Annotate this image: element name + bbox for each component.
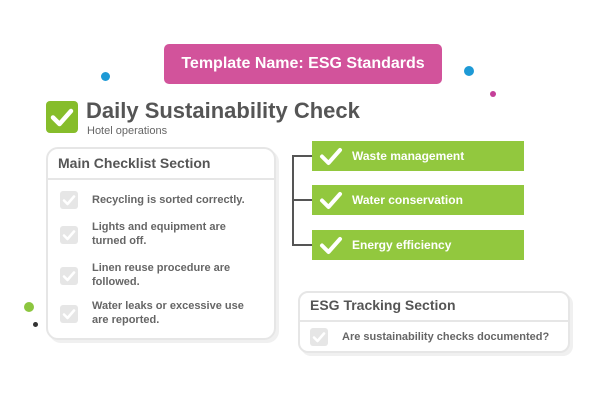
checkbox-icon[interactable]	[310, 328, 328, 346]
tree-connector-branch	[292, 244, 312, 246]
esg-tracking-title: ESG Tracking Section	[310, 297, 456, 313]
checkmark-icon	[318, 143, 344, 169]
esg-tracking-item-label: Are sustainability checks documented?	[342, 331, 550, 343]
decorative-dot-dark	[33, 322, 38, 327]
category-water-conservation[interactable]: Water conservation	[312, 185, 524, 215]
decorative-dot-magenta	[490, 91, 496, 97]
category-waste-management[interactable]: Waste management	[312, 141, 524, 171]
checklist-item[interactable]: Recycling is sorted correctly.	[60, 191, 260, 209]
main-checklist-title: Main Checklist Section	[58, 155, 211, 171]
decorative-dot-blue-left	[101, 72, 110, 81]
main-checklist-divider	[48, 178, 274, 180]
decorative-dot-lime	[24, 302, 34, 312]
category-energy-efficiency[interactable]: Energy efficiency	[312, 230, 524, 260]
esg-tracking-card: ESG Tracking Section Are sustainability …	[298, 291, 570, 353]
checkbox-icon[interactable]	[60, 305, 78, 323]
checklist-item-label: Linen reuse procedure are followed.	[92, 262, 231, 288]
decorative-dot-blue-right	[464, 66, 474, 76]
checklist-item[interactable]: Linen reuse procedure are followed.	[60, 261, 260, 289]
checkmark-icon	[318, 232, 344, 258]
checklist-item[interactable]: Lights and equipment are turned off.	[60, 220, 260, 248]
category-label: Water conservation	[352, 193, 463, 207]
category-label: Energy efficiency	[352, 238, 452, 252]
esg-tracking-item[interactable]: Are sustainability checks documented?	[310, 328, 549, 346]
checkbox-icon[interactable]	[60, 267, 78, 285]
template-name-badge: Template Name: ESG Standards	[164, 44, 442, 84]
esg-tracking-divider	[300, 320, 568, 322]
main-checklist-card: Main Checklist Section Recycling is sort…	[46, 147, 276, 340]
checklist-item-label: Recycling is sorted correctly.	[92, 194, 245, 206]
checklist-item-label: Lights and equipment are turned off.	[92, 221, 226, 247]
checklist-item[interactable]: Water leaks or excessive use are reporte…	[60, 299, 260, 327]
page-title: Daily Sustainability Check	[86, 98, 360, 123]
checkbox-icon[interactable]	[60, 226, 78, 244]
tree-connector-branch	[292, 155, 312, 157]
page-subtitle: Hotel operations	[87, 125, 168, 137]
header-checkmark-icon	[46, 101, 78, 133]
checkbox-icon[interactable]	[60, 191, 78, 209]
checklist-item-label: Water leaks or excessive use are reporte…	[92, 300, 244, 326]
checkmark-icon	[318, 187, 344, 213]
tree-connector-branch	[292, 199, 312, 201]
category-label: Waste management	[352, 149, 465, 163]
